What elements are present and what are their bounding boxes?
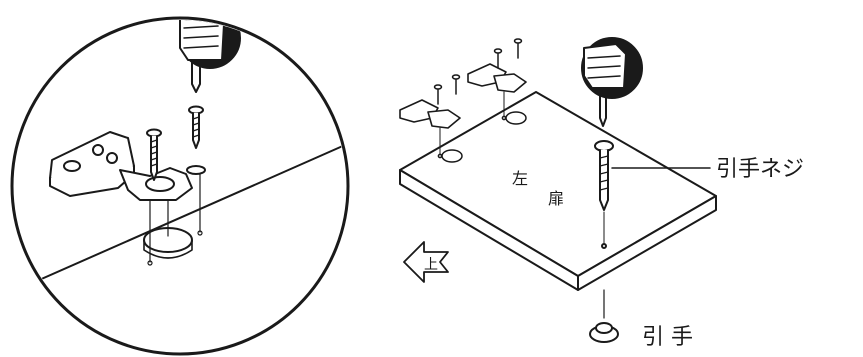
- board-text-right: 扉: [548, 189, 564, 208]
- arrow-text: 上: [424, 257, 438, 273]
- handle-knob-icon: [590, 323, 618, 342]
- hand-screwdriver-icon: [582, 38, 642, 126]
- detail-magnifier: [12, 8, 348, 354]
- board-text-left: 左: [512, 169, 528, 188]
- callout-handle: 引 手: [642, 325, 693, 350]
- callout-screw: 引手ネジ: [716, 157, 804, 182]
